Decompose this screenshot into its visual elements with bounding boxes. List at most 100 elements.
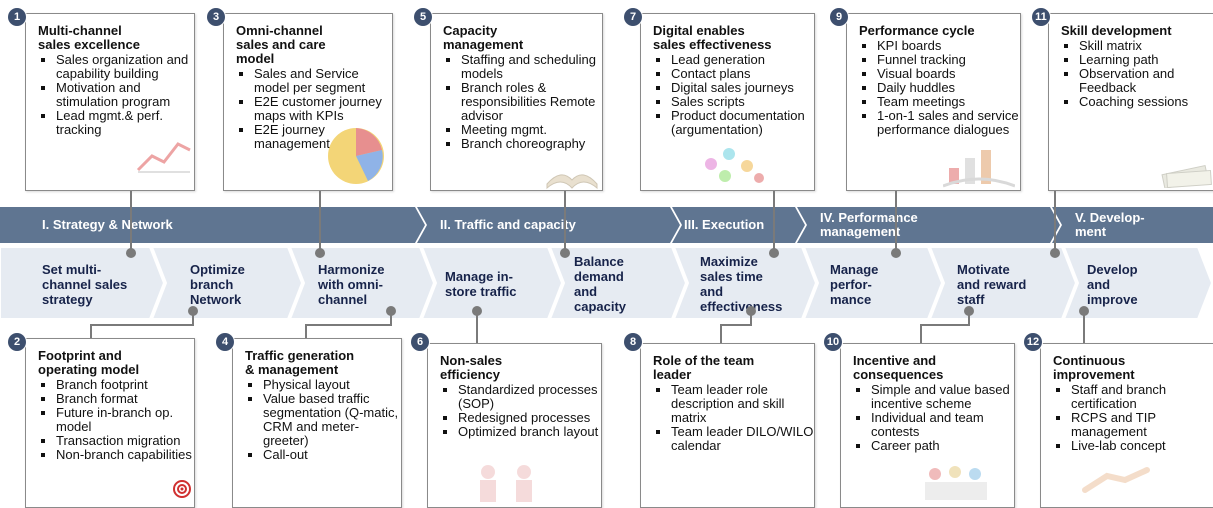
connector-line (319, 191, 321, 251)
card-title: Incentive and consequences (853, 353, 944, 382)
connector-line (920, 324, 922, 343)
group-icon (925, 466, 987, 500)
card-bullet: Transaction migration (38, 434, 194, 448)
number-badge-9: 9 (830, 8, 848, 26)
connector-dot (746, 306, 756, 316)
card-bullet: Sales organization and capability buildi… (38, 53, 194, 81)
card-bullet: Branch choreography (443, 137, 602, 151)
card-bullets: Sales organization and capability buildi… (26, 53, 194, 137)
step-motivate-reward-staff: Motivate and reward staff (957, 262, 1027, 307)
connector-line (1083, 314, 1085, 343)
card-title: Traffic generation & management (245, 348, 355, 377)
phase-label-development: V. Develop- ment (1075, 210, 1145, 239)
connector-line (305, 324, 307, 338)
pie-chart-icon (328, 128, 384, 184)
top-card-11: Skill development Skill matrix Learning … (1048, 13, 1213, 191)
connector-line (1054, 191, 1056, 251)
card-bullets: Standardized processes (SOP) Redesigned … (428, 383, 601, 439)
connector-line (720, 324, 752, 326)
card-bullet: Branch roles & responsibilities Remote a… (443, 81, 602, 123)
bottom-card-8: Role of the team leader Team leader role… (640, 343, 815, 508)
connector-line (564, 191, 566, 251)
card-bullets: Lead generation Contact plans Digital sa… (641, 53, 814, 137)
connector-dot (315, 248, 325, 258)
step-balance-demand-capacity: Balance demand and capacity (574, 254, 627, 314)
card-bullet: Contact plans (653, 67, 814, 81)
people-icon (480, 465, 532, 502)
card-bullet: Learning path (1061, 53, 1213, 67)
card-bullets: Skill matrix Learning path Observation a… (1049, 39, 1213, 109)
card-bullet: Staffing and scheduling models (443, 53, 602, 81)
handshake-icon (1082, 467, 1150, 493)
card-bullet: KPI boards (859, 39, 1020, 53)
connector-line (390, 314, 392, 326)
connector-line (90, 324, 92, 338)
connector-dot (964, 306, 974, 316)
card-bullet: Branch format (38, 392, 194, 406)
connector-dot (560, 248, 570, 258)
card-bullets: KPI boards Funnel tracking Visual boards… (847, 39, 1020, 137)
connector-line (720, 324, 722, 343)
card-bullets: Branch footprint Branch format Future in… (26, 378, 194, 462)
card-title: Non-sales efficiency (440, 353, 503, 382)
card-bullet: Motivation and stimulation program (38, 81, 194, 109)
card-title: Multi-channel sales excellence (38, 23, 140, 52)
card-bullet: E2E customer journey maps with KPIs (236, 95, 392, 123)
number-badge-5: 5 (414, 8, 432, 26)
connector-dot (188, 306, 198, 316)
connector-dot (472, 306, 482, 316)
card-title: Footprint and operating model (38, 348, 140, 377)
card-bullet: Career path (853, 439, 1014, 453)
card-bullet: Sales and Service model per segment (236, 67, 392, 95)
step-maximize-sales-time: Maximize sales time and effectiveness (700, 254, 783, 314)
card-bullet: Lead mgmt.& perf. tracking (38, 109, 194, 137)
card-bullet: Staff and branch certification (1053, 383, 1213, 411)
top-card-5: Capacity management Staffing and schedul… (430, 13, 603, 191)
connector-line (750, 314, 752, 326)
connector-line (192, 314, 194, 326)
card-bullet: RCPS and TIP management (1053, 411, 1213, 439)
card-bullet: Future in-branch op. model (38, 406, 194, 434)
card-bullets: Staffing and scheduling models Branch ro… (431, 53, 602, 151)
step-harmonize-omnichannel: Harmonize with omni- channel (318, 262, 385, 307)
step-chevrons (0, 246, 1213, 320)
bottom-card-6: Non-sales efficiency Standardized proces… (427, 343, 602, 508)
card-bullet: Redesigned processes (440, 411, 601, 425)
card-bullet: Live-lab concept (1053, 439, 1213, 453)
card-bullet: Coaching sessions (1061, 95, 1213, 109)
top-card-3: Omni-channel sales and care model Sales … (223, 13, 393, 191)
card-title: Skill development (1061, 23, 1172, 38)
connector-line (968, 314, 970, 326)
number-badge-6: 6 (411, 333, 429, 351)
money-icon (1161, 164, 1212, 188)
top-card-7: Digital enables sales effectiveness Lead… (640, 13, 815, 191)
connector-dot (386, 306, 396, 316)
card-bullet: Lead generation (653, 53, 814, 67)
connector-dot (891, 248, 901, 258)
phase-label-traffic-capacity: II. Traffic and capacity (440, 217, 576, 232)
card-title: Continuous improvement (1053, 353, 1135, 382)
card-title: Capacity management (443, 23, 524, 52)
card-bullets: Simple and value based incentive scheme … (841, 383, 1014, 453)
number-badge-1: 1 (8, 8, 26, 26)
number-badge-8: 8 (624, 333, 642, 351)
number-badge-4: 4 (216, 333, 234, 351)
step-manage-performance: Manage perfor- mance (830, 262, 879, 307)
card-bullet: Value based traffic segmentation (Q-mati… (245, 392, 401, 448)
card-bullet: Team leader role description and skill m… (653, 383, 814, 425)
card-title: Digital enables sales effectiveness (653, 23, 772, 52)
connector-line (476, 314, 478, 343)
card-bullets: Team leader role description and skill m… (641, 383, 814, 453)
connector-line (130, 191, 132, 251)
top-card-1: Multi-channel sales excellence Sales org… (25, 13, 195, 191)
number-badge-3: 3 (207, 8, 225, 26)
card-bullets: Physical layout Value based traffic segm… (233, 378, 401, 462)
card-bullet: Physical layout (245, 378, 401, 392)
connector-line (773, 191, 775, 251)
connector-dot (126, 248, 136, 258)
card-bullet: Individual and team contests (853, 411, 1014, 439)
number-badge-11: 11 (1032, 8, 1050, 26)
target-icon (173, 480, 191, 498)
phase-label-performance-management: IV. Performance management (820, 210, 918, 239)
connector-line (90, 324, 194, 326)
